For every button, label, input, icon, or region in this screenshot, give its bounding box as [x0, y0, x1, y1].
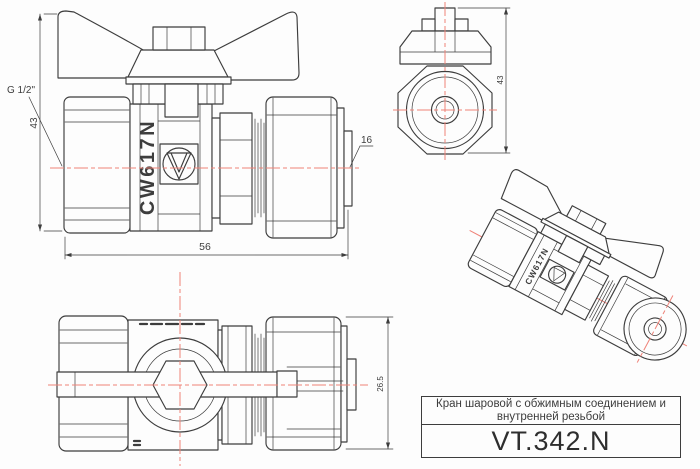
description-line-2: внутренней резьбой [496, 410, 606, 423]
handle-left-wing [57, 10, 153, 79]
handle-top-nut [152, 26, 206, 51]
body-alloy-marking: CW617N [137, 119, 159, 215]
body-stamp-marks [132, 322, 206, 447]
description-line-1: Кран шаровой с обжимным соединением и [436, 397, 666, 410]
svg-text:43: 43 [496, 75, 505, 84]
model-number: VT.342.N [491, 426, 611, 456]
svg-text:26.5: 26.5 [376, 376, 385, 392]
isometric-view: CW617N [467, 169, 688, 363]
label-pipe-od: 16 [349, 135, 374, 168]
label-thread-size: G 1/2" [7, 85, 63, 167]
front-view: CW617N 43 56 [7, 10, 374, 260]
svg-text:16: 16 [361, 135, 373, 146]
handle-hub [127, 49, 229, 78]
dim-front-length: 56 [64, 209, 349, 260]
title-block: Кран шаровой с обжимным соединением и вн… [421, 396, 681, 458]
dim-end-height: 43 [457, 7, 511, 154]
top-view: 26.5 [48, 272, 394, 466]
title-block-description: Кран шаровой с обжимным соединением и вн… [422, 397, 680, 425]
dim-nut-width: 26.5 [345, 316, 394, 450]
handle-right-wing [213, 11, 300, 81]
dim-front-height: 43 [29, 13, 63, 232]
svg-text:56: 56 [199, 241, 211, 253]
end-view: 43 [393, 2, 511, 160]
svg-text:43: 43 [29, 117, 40, 129]
valtec-logo-icon [159, 143, 199, 185]
svg-text:G 1/2": G 1/2" [7, 85, 35, 96]
